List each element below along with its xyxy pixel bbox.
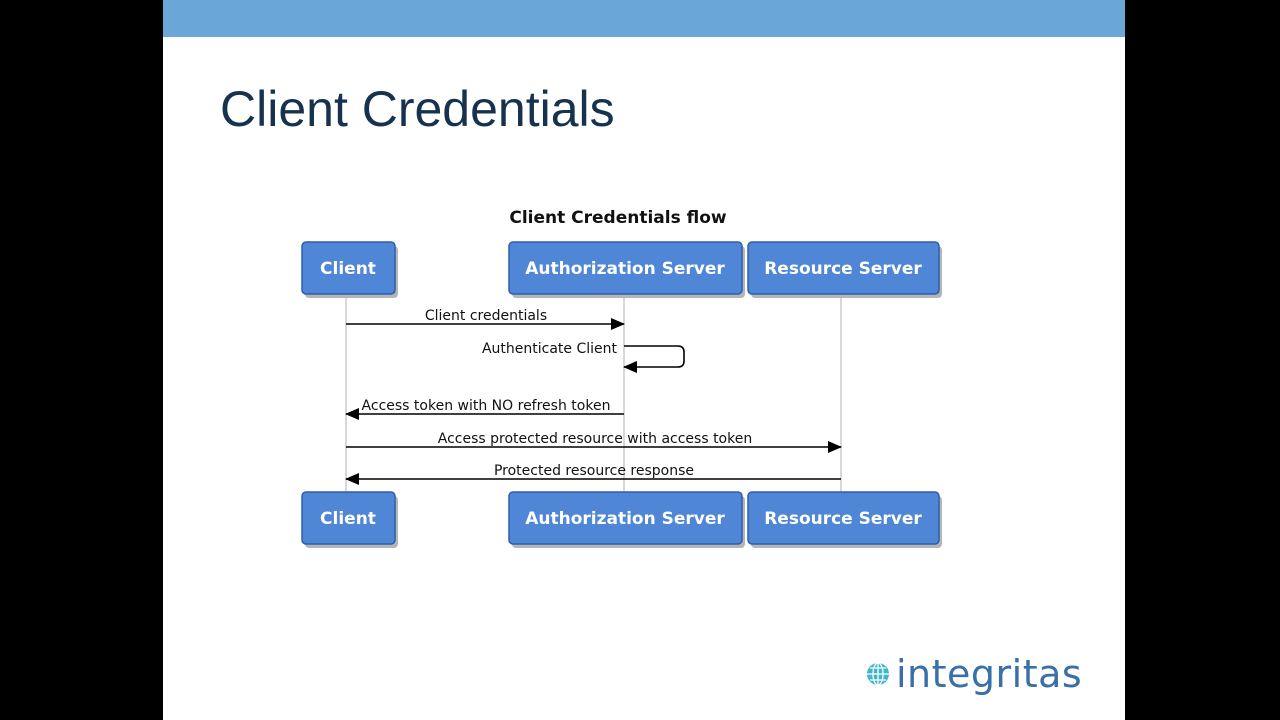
participant-label: Client	[320, 259, 376, 279]
slide-title: Client Credentials	[220, 81, 615, 137]
participant-label: Authorization Server	[525, 509, 725, 529]
message-protected-resource-response: Protected resource response	[345, 463, 841, 485]
slide: Client Credentials Client Credentials fl…	[163, 0, 1125, 720]
participant-authorization-server-top: Authorization Server	[508, 241, 745, 298]
message-authenticate-client: Authenticate Client	[482, 341, 685, 373]
message-access-token: Access token with NO refresh token	[345, 398, 624, 420]
message-label: Access token with NO refresh token	[362, 398, 611, 414]
integritas-logo: integritas	[866, 655, 1082, 693]
message-label: Protected resource response	[494, 463, 694, 479]
message-label: Client credentials	[425, 308, 547, 324]
participant-label: Resource Server	[764, 509, 922, 529]
participant-client-top: Client	[301, 241, 398, 298]
flow-title: Client Credentials flow	[509, 208, 727, 228]
header-bar	[163, 0, 1125, 37]
message-label: Access protected resource with access to…	[438, 431, 752, 447]
message-access-protected-resource: Access protected resource with access to…	[346, 431, 842, 453]
globe-icon	[867, 662, 889, 686]
message-client-credentials: Client credentials	[346, 308, 625, 330]
participant-resource-server-bottom: Resource Server	[747, 491, 942, 548]
participant-client-bottom: Client	[301, 491, 398, 548]
participant-label: Authorization Server	[525, 259, 725, 279]
logo-text: integritas	[896, 652, 1083, 696]
participant-resource-server-top: Resource Server	[747, 241, 942, 298]
participant-label: Client	[320, 509, 376, 529]
participant-authorization-server-bottom: Authorization Server	[508, 491, 745, 548]
message-label: Authenticate Client	[482, 341, 618, 357]
participant-label: Resource Server	[764, 259, 922, 279]
sequence-diagram: Client Credentials flow Client Authoriza…	[301, 208, 942, 548]
